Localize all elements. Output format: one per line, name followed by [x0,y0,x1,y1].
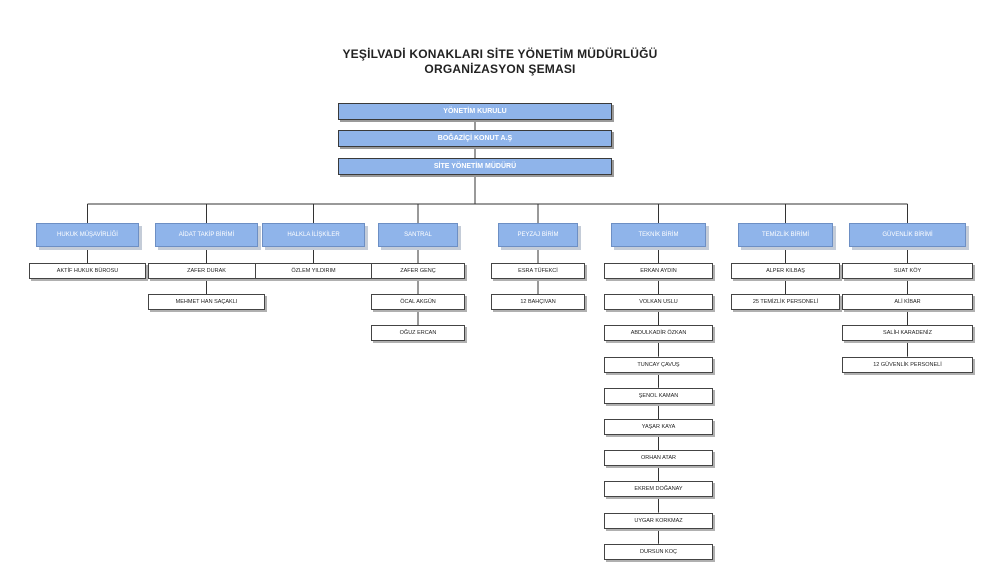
staff-box[interactable]: SUAT KÖY [842,263,973,279]
staff-box[interactable]: UYGAR KORKMAZ [604,512,713,529]
staff-box[interactable]: ERKAN AYDIN [604,263,713,279]
chart-subtitle: ORGANİZASYON ŞEMASI [424,62,576,76]
staff-box[interactable]: ÖZLEM YILDIRIM [255,263,372,279]
department-box[interactable]: TEMİZLİK BİRİMİ [738,223,833,247]
staff-box[interactable]: DURSUN KOÇ [604,543,713,560]
staff-box[interactable]: 12 BAHÇIVAN [491,294,585,311]
department-box[interactable]: HUKUK MÜŞAVİRLİĞİ [36,223,139,247]
department-box[interactable]: HALKLA İLİŞKİLER [262,223,365,247]
staff-box[interactable]: TUNCAY ÇAVUŞ [604,356,713,373]
staff-box[interactable]: OĞUZ ERCAN [371,325,465,342]
staff-box[interactable]: VOLKAN USLU [604,294,713,311]
node-board[interactable]: YÖNETİM KURULU [338,103,612,120]
node-site-manager[interactable]: SİTE YÖNETİM MÜDÜRÜ [338,158,612,175]
staff-box[interactable]: ZAFER DURAK [148,263,265,279]
staff-box[interactable]: ABDULKADİR ÖZKAN [604,325,713,342]
department-box[interactable]: GÜVENLİK BİRİMİ [849,223,966,247]
staff-box[interactable]: ŞENOL KAMAN [604,387,713,404]
staff-box[interactable]: AKTİF HUKUK BÜROSU [29,263,146,279]
department-box[interactable]: TEKNİK BİRİM [611,223,706,247]
department-box[interactable]: SANTRAL [378,223,458,247]
staff-box[interactable]: ALPER KILBAŞ [731,263,840,279]
staff-box[interactable]: EKREM DOĞANAY [604,481,713,498]
staff-box[interactable]: ÖCAL AKGÜN [371,294,465,311]
staff-box[interactable]: ALİ KİBAR [842,294,973,311]
node-company[interactable]: BOĞAZİÇİ KONUT A.Ş [338,130,612,147]
department-box[interactable]: AİDAT TAKİP BİRİMİ [155,223,258,247]
staff-box[interactable]: MEHMET HAN SAÇAKLI [148,294,265,311]
staff-box[interactable]: YAŞAR KAYA [604,419,713,435]
staff-box[interactable]: 12 GÜVENLİK PERSONELİ [842,356,973,373]
chart-title: YEŞİLVADİ KONAKLARI SİTE YÖNETİM MÜDÜRLÜ… [342,47,658,61]
staff-box[interactable]: ORHAN ATAR [604,450,713,467]
department-box[interactable]: PEYZAJ BİRİM [498,223,578,247]
staff-box[interactable]: SALİH KARADENİZ [842,325,973,342]
staff-box[interactable]: ZAFER GENÇ [371,263,465,279]
staff-box[interactable]: 25 TEMİZLİK PERSONELİ [731,294,840,311]
staff-box[interactable]: ESRA TÜFEKCİ [491,263,585,279]
